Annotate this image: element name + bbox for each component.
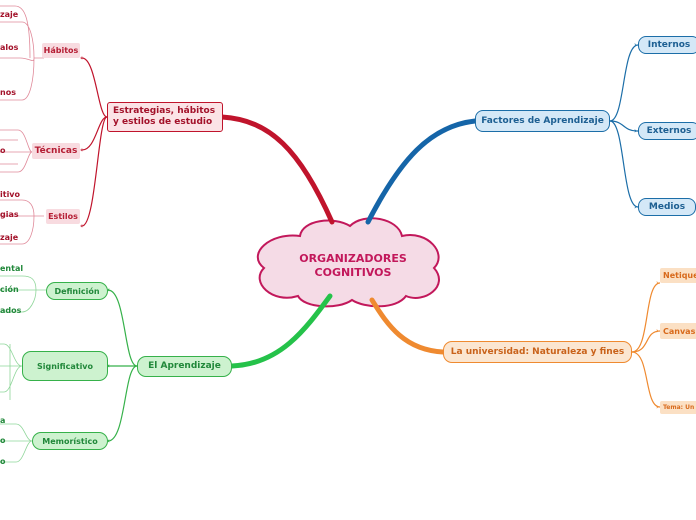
topic-estrategias-label: Estrategias, hábitos y estilos de estudi… [113,106,216,127]
link-green-definicion [107,289,138,367]
branch-blue-main [365,118,478,225]
link-orange-tema [631,351,661,408]
subtopic-tecnicas[interactable]: Técnicas [32,143,80,159]
link-red-estilos [81,116,108,227]
leaf-habitos-3[interactable]: nos [0,88,16,97]
link-blue-externos [609,120,639,132]
topic-universidad-label: La universidad: Naturaleza y fines [450,346,625,357]
subtopic-definicion[interactable]: Definición [46,282,108,300]
topic-universidad[interactable]: La universidad: Naturaleza y fines [443,341,632,363]
subtopic-memoristico[interactable]: Memorístico [32,432,108,450]
arrow-right-icon: › [656,327,659,335]
topic-estrategias[interactable]: Estrategias, hábitos y estilos de estudi… [107,102,223,132]
leaf-estilos-1[interactable]: itivo [0,190,21,199]
arrow-left-icon: ‹ [80,146,83,154]
subtopic-habitos[interactable]: Hábitos [42,43,80,58]
link-red-habitos [81,57,108,118]
branch-green-main [229,293,333,369]
leaf-memoristico-2[interactable]: o [0,436,6,445]
subtopic-habitos-label: Hábitos [43,46,79,55]
subtopic-memoristico-label: Memorístico [42,436,98,446]
arrow-right-icon: › [656,279,659,287]
subtopic-tema-label: Tema: Un [663,404,695,411]
subtopic-medios-label: Medios [648,201,686,212]
subtopic-canvas-label: Canvas [663,326,696,336]
subtopic-medios[interactable]: Medios [638,198,696,216]
arrow-right-icon: › [634,203,637,211]
central-topic[interactable]: ORGANIZADORES COGNITIVOS [288,252,418,280]
subtopic-tema[interactable]: Tema: Un [660,401,696,414]
link-blue-medios [609,120,639,208]
subtopic-netique[interactable]: Netique [660,268,696,283]
subtopic-tecnicas-label: Técnicas [34,145,78,156]
link-orange-canvas [631,330,661,353]
leaf-estilos-3[interactable]: zaje [0,233,19,242]
branch-red-main [219,114,335,225]
leaf-habitos-1[interactable]: zaje [0,10,19,19]
arrow-left-icon: ‹ [107,362,110,370]
link-green-memoristico-items [0,423,33,463]
link-green-significativo-items [0,343,23,400]
topic-aprendizaje[interactable]: El Aprendizaje [137,356,232,377]
link-red-tecnicas [81,116,108,151]
central-title-line1: ORGANIZADORES [299,252,407,265]
arrow-left-icon: ‹ [107,437,110,445]
link-red-estilos-items [0,199,44,245]
subtopic-estilos[interactable]: Estilos [46,209,80,224]
branch-orange-main [369,297,446,355]
leaf-estilos-2[interactable]: gias [0,210,19,219]
subtopic-significativo[interactable]: Significativo [22,351,108,381]
link-red-habitos-items [0,5,44,101]
link-blue-internos [609,44,639,122]
link-green-definicion-items [0,275,46,313]
subtopic-netique-label: Netique [663,271,696,280]
arrow-left-icon: ‹ [107,286,110,294]
subtopic-definicion-label: Definición [54,286,100,296]
link-orange-netique [631,282,661,353]
subtopic-externos[interactable]: Externos [638,122,696,140]
leaf-habitos-2[interactable]: alos [0,43,19,52]
leaf-tecnicas-1[interactable]: o [0,146,6,155]
leaf-definicion-3[interactable]: ados [0,306,22,315]
link-green-memoristico [107,365,138,442]
arrow-left-icon: ‹ [80,54,83,62]
leaf-definicion-2[interactable]: ción [0,285,19,294]
subtopic-estilos-label: Estilos [48,212,78,221]
topic-factores[interactable]: Factores de Aprendizaje [475,110,610,132]
arrow-right-icon: › [634,127,637,135]
subtopic-significativo-label: Significativo [37,361,94,371]
topic-factores-label: Factores de Aprendizaje [481,115,604,126]
leaf-memoristico-3[interactable]: o [0,457,6,466]
central-cloud-shape [256,217,440,308]
subtopic-externos-label: Externos [646,125,692,136]
subtopic-internos[interactable]: Internos [638,36,696,54]
topic-aprendizaje-label: El Aprendizaje [148,361,221,371]
link-red-tecnicas-items [0,129,33,173]
subtopic-internos-label: Internos [647,39,691,50]
arrow-right-icon: › [656,403,659,411]
subtopic-canvas[interactable]: Canvas [660,323,696,339]
leaf-memoristico-1[interactable]: a [0,416,6,425]
leaf-definicion-1[interactable]: ental [0,264,24,273]
central-title-line2: COGNITIVOS [314,266,392,279]
arrow-left-icon: ‹ [80,222,83,230]
arrow-right-icon: › [634,41,637,49]
